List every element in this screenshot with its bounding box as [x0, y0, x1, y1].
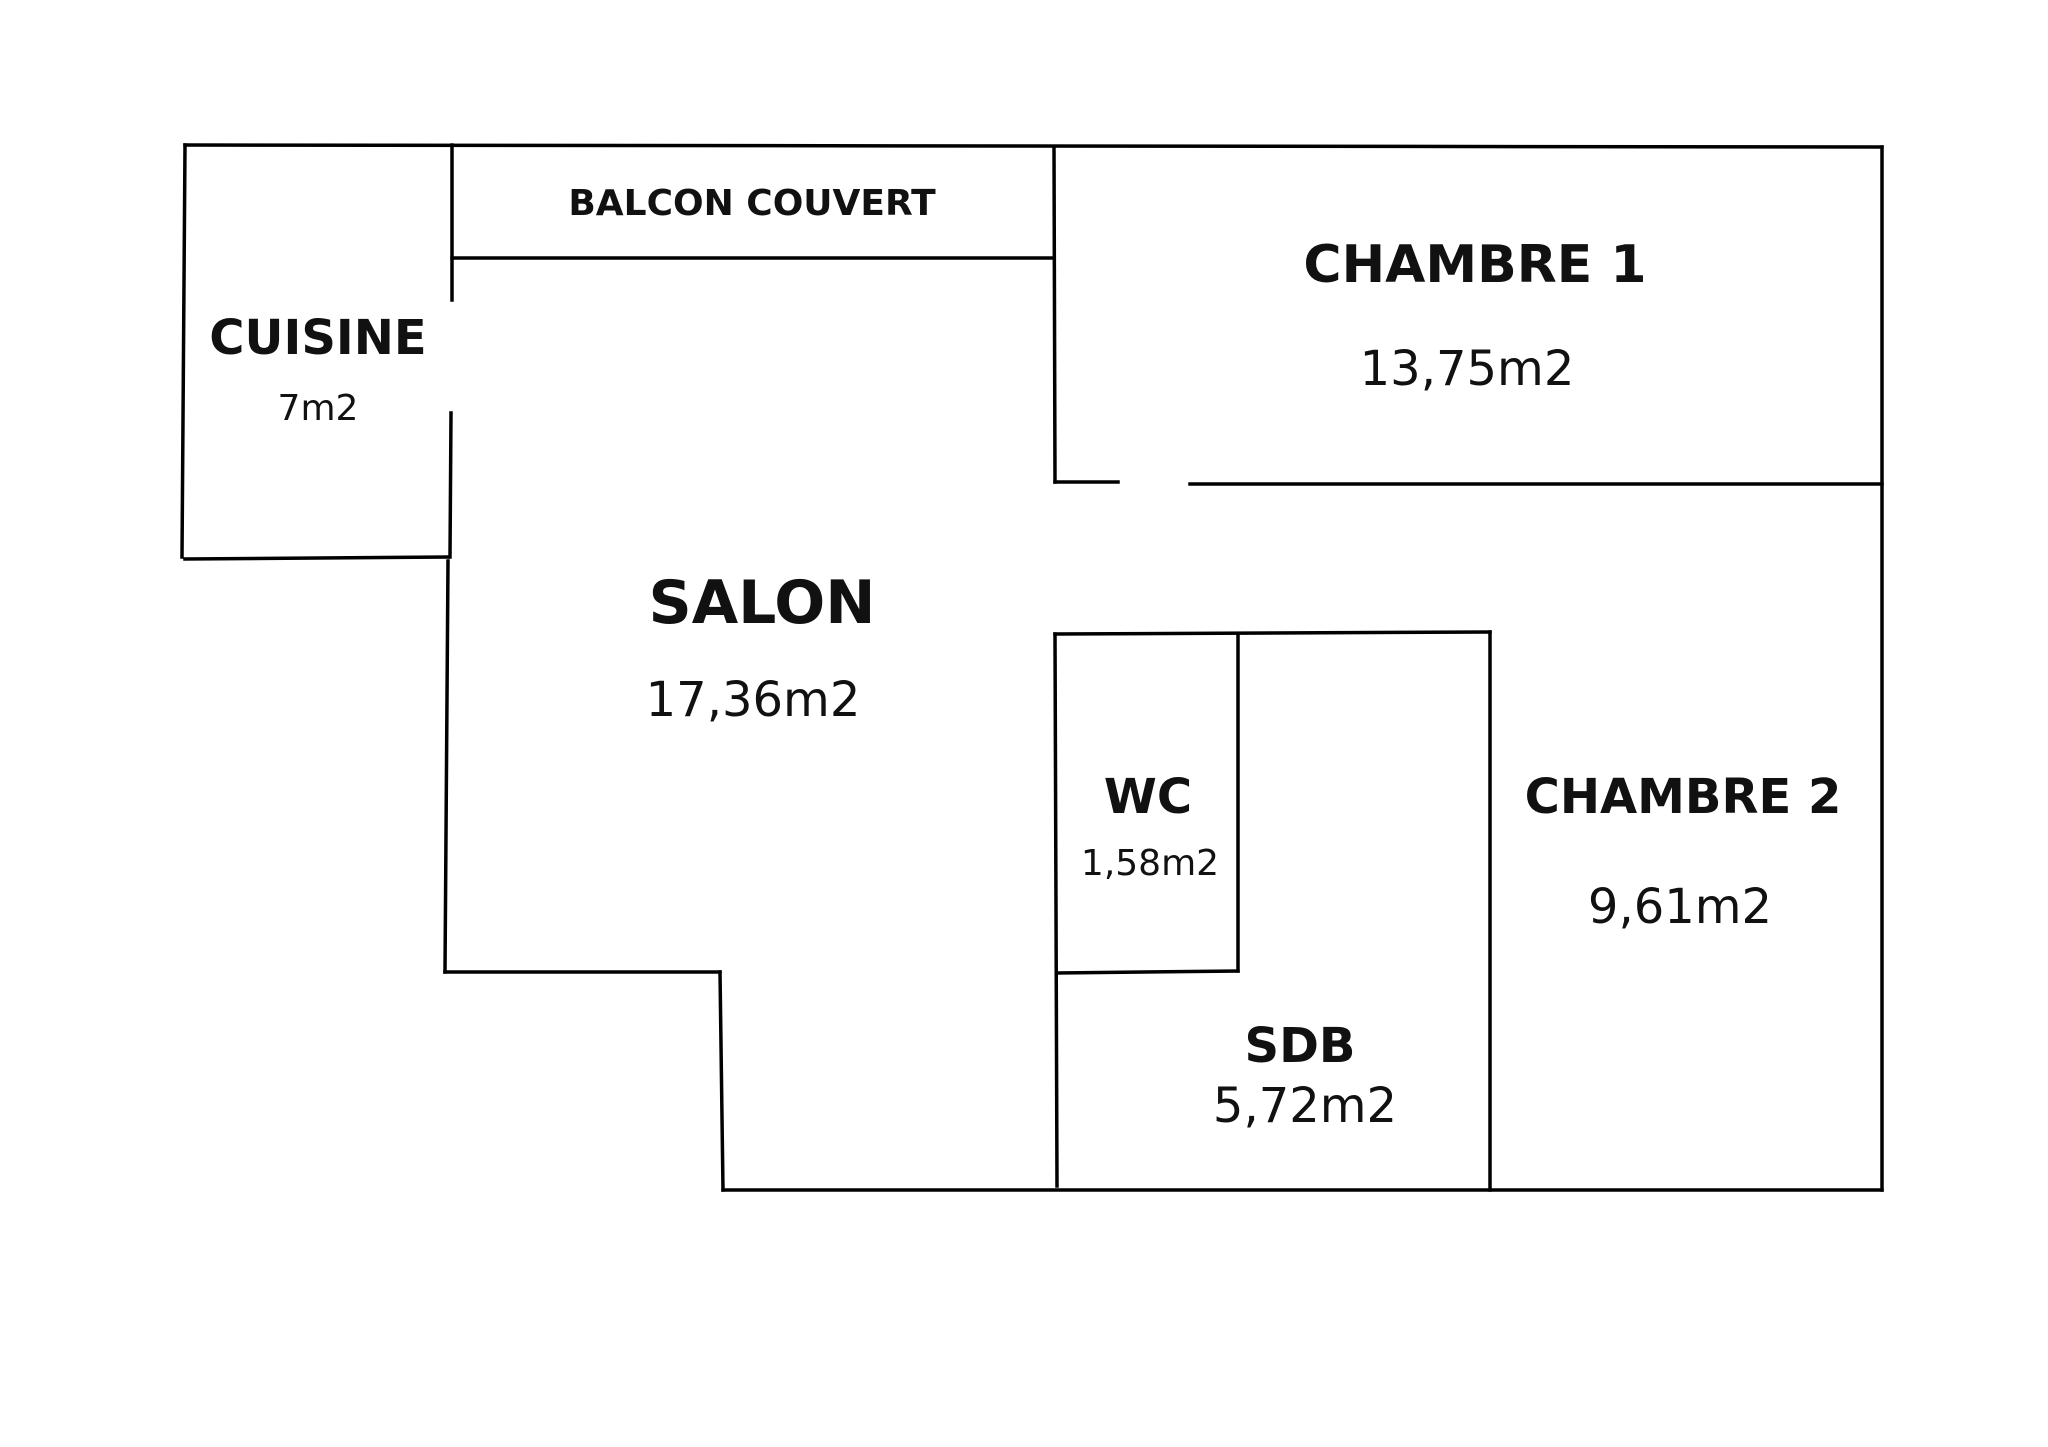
salon-label: SALON	[649, 568, 876, 638]
salon-area: 17,36m2	[646, 672, 861, 728]
sdb-area: 5,72m2	[1213, 1078, 1397, 1134]
chambre1-label: CHAMBRE 1	[1303, 235, 1646, 295]
balcon-label: BALCON COUVERT	[568, 183, 936, 224]
wall-chambre1-left	[1052, 145, 1057, 484]
wall-salon-step-down	[718, 970, 725, 1192]
wall-wc-left	[1053, 632, 1059, 1188]
chambre1-area: 13,75m2	[1360, 341, 1575, 397]
sdb-label: SDB	[1245, 1018, 1356, 1074]
wall-kitchen-right-lower	[448, 411, 453, 559]
wall-wc-sdb-top	[1053, 630, 1492, 636]
wall-kitchen-left	[180, 143, 187, 559]
wall-kitchen-bottom	[183, 555, 450, 561]
wc-label: WC	[1104, 769, 1192, 825]
walls	[180, 143, 1884, 1192]
wall-top	[183, 143, 1884, 149]
room-labels: BALCON COUVERT CUISINE 7m2 CHAMBRE 1 13,…	[209, 183, 1841, 1134]
wall-wc-bottom	[1055, 969, 1240, 975]
cuisine-area: 7m2	[278, 388, 359, 429]
chambre2-label: CHAMBRE 2	[1525, 769, 1842, 825]
cuisine-label: CUISINE	[209, 310, 426, 366]
wall-salon-left	[443, 559, 450, 974]
wc-area: 1,58m2	[1081, 843, 1219, 884]
chambre2-area: 9,61m2	[1588, 879, 1772, 935]
